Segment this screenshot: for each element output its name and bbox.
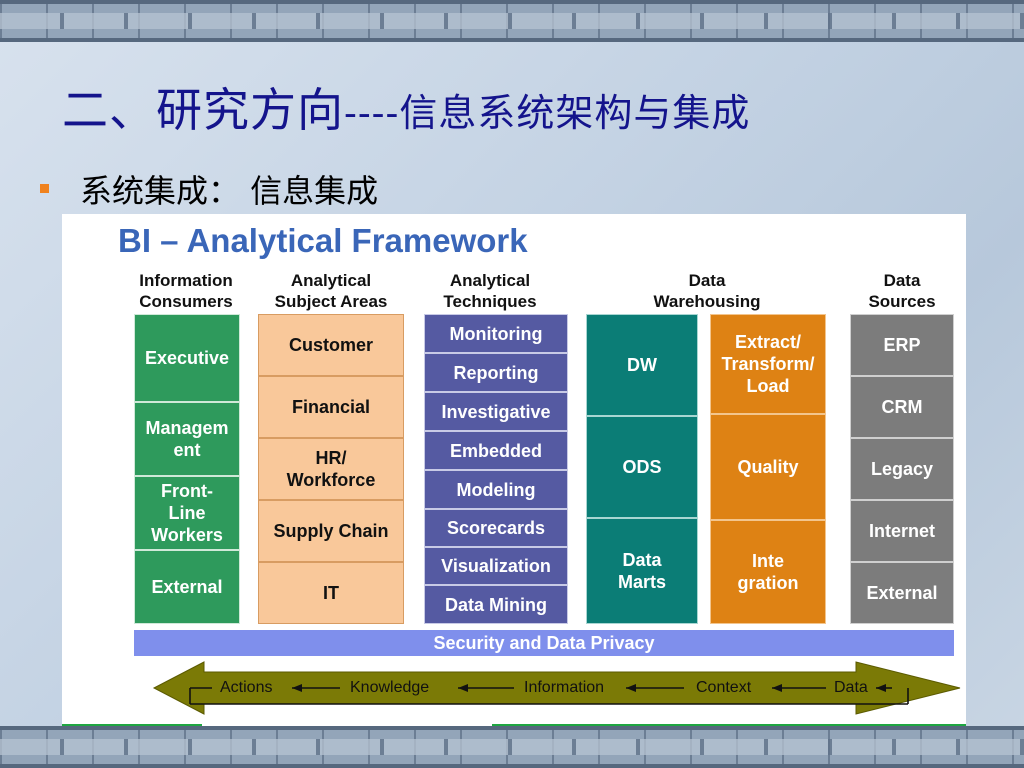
technique-scorecards: Scorecards (424, 509, 568, 547)
flow-label-actions: Actions (220, 679, 273, 696)
etl-extract-transform-load: Extract/ Transform/ Load (710, 314, 826, 414)
framework-title: BI – Analytical Framework (118, 222, 528, 259)
slide-title-sub: ----信息系统架构与集成 (344, 91, 751, 135)
subject-it: IT (258, 562, 404, 624)
technique-embedded: Embedded (424, 431, 568, 470)
consumer-executive: Executive (134, 314, 240, 402)
technique-modeling: Modeling (424, 470, 568, 509)
technique-reporting: Reporting (424, 353, 568, 392)
subject-supply-chain: Supply Chain (258, 500, 404, 562)
source-internet: Internet (850, 500, 954, 562)
slide-title-main: 二、研究方向 (62, 83, 344, 137)
warehouse-dw: DW (586, 314, 698, 416)
header-analytical-subject-areas: Analytical Subject Areas (274, 271, 388, 311)
source-external: External (850, 562, 954, 624)
technique-investigative: Investigative (424, 392, 568, 431)
subject-hr-workforce: HR/ Workforce (258, 438, 404, 500)
bullet-square-icon (40, 184, 49, 193)
flow-arrow-shape (152, 661, 961, 715)
slide-title: 二、研究方向----信息系统架构与集成 (62, 74, 750, 140)
flow-double-arrow (152, 661, 961, 715)
warehouse-ods: ODS (586, 416, 698, 518)
consumer-management: Managem ent (134, 402, 240, 476)
header-analytical-techniques: Analytical Techniques (443, 271, 537, 311)
etl-integration: Inte gration (710, 520, 826, 624)
subject-customer: Customer (258, 314, 404, 376)
flow-label-knowledge: Knowledge (350, 679, 430, 696)
warehouse-data-marts: Data Marts (586, 518, 698, 624)
security-privacy-bar: Security and Data Privacy (134, 630, 954, 656)
etl-quality: Quality (710, 414, 826, 520)
flow-arrowheads (292, 684, 886, 692)
technique-data-mining: Data Mining (424, 585, 568, 624)
consumer-external: External (134, 550, 240, 624)
source-legacy: Legacy (850, 438, 954, 500)
header-information-consumers: Information Consumers (139, 271, 233, 311)
flow-label-context: Context (696, 679, 752, 696)
flow-label-information: Information (524, 679, 605, 696)
source-erp: ERP (850, 314, 954, 376)
header-data-sources: Data Sources (868, 271, 936, 311)
top-decorative-band (0, 0, 1024, 42)
technique-visualization: Visualization (424, 547, 568, 585)
flow-label-data: Data (834, 679, 868, 696)
subject-financial: Financial (258, 376, 404, 438)
framework-panel: BI – Analytical Framework Information Co… (62, 214, 966, 740)
technique-monitoring: Monitoring (424, 314, 568, 353)
header-data-warehousing: Data Warehousing (653, 271, 761, 311)
source-crm: CRM (850, 376, 954, 438)
bullet-text: 系统集成： 信息集成 (80, 172, 379, 210)
consumer-front-line-workers: Front- Line Workers (134, 476, 240, 550)
bottom-decorative-band (0, 726, 1024, 768)
